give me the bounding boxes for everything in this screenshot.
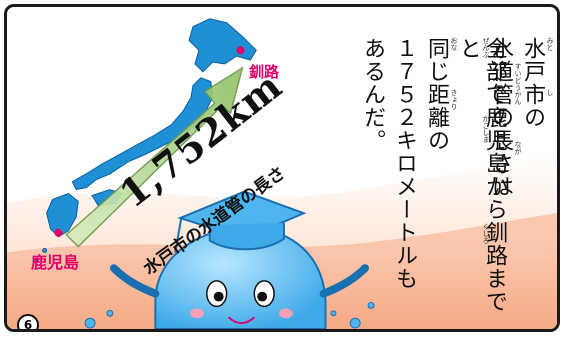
kushiro-label: 釧路 <box>249 63 280 81</box>
ruby-naga: なが <box>514 141 522 155</box>
ruby-kagoshima: かごしま <box>482 115 490 143</box>
ruby-shi: し <box>546 89 554 96</box>
page-number: 6 <box>17 314 39 329</box>
narration-col-2: 水道管の長さは <box>488 37 513 198</box>
panel-background <box>7 18 557 329</box>
bubbles <box>84 302 375 329</box>
ruby-zenbu: ぜんぶ <box>482 37 490 58</box>
narration-col-4: 同じ距離の <box>424 37 449 152</box>
ruby-kushiro: くしろ <box>482 223 490 244</box>
ruby-onaji: おな <box>450 37 458 51</box>
narration-col-5: １７５２キロメートルも <box>392 37 417 290</box>
narration-col-1: 水戸市の <box>520 37 545 129</box>
kagoshima-label: 鹿児島 <box>31 253 80 272</box>
kagoshima-marker <box>54 228 63 237</box>
ruby-suidoukan: すいどうかん <box>514 63 522 105</box>
water-drop-character <box>109 190 370 329</box>
ruby-mito: みと <box>546 37 554 51</box>
narration-col-6: あるんだ。 <box>360 37 385 152</box>
comic-panel: 釧路 鹿児島 1,752km 水戸市の水道管の長さ 水戸市の 水道管の長さは 全… <box>4 4 560 332</box>
ruby-kyori: きょり <box>450 89 458 110</box>
kushiro-marker <box>236 46 245 55</box>
narration-col-3: 全部で鹿児島から釧路までと <box>456 37 507 313</box>
distance-arrow <box>65 66 244 248</box>
